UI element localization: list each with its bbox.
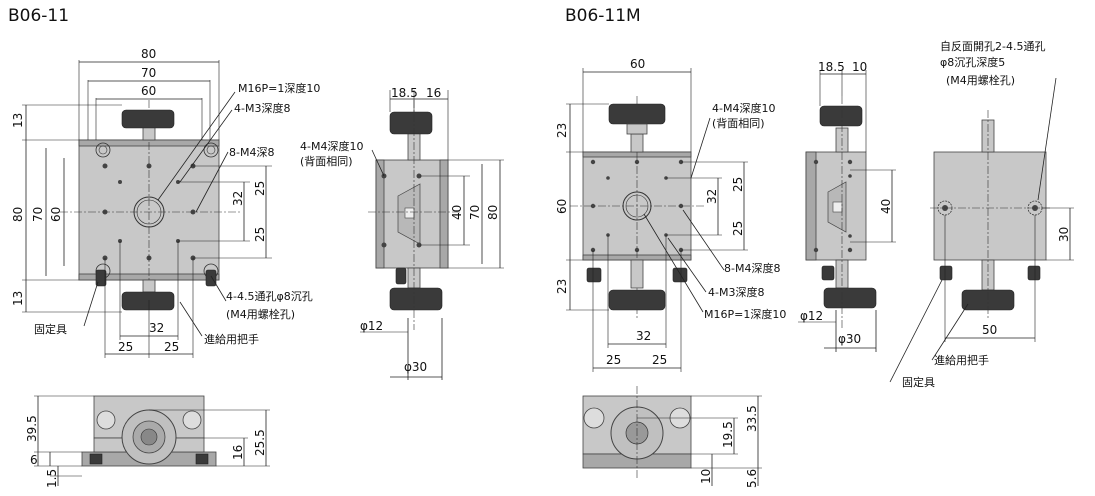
right-title: B06-11M <box>565 6 641 26</box>
dim-r-23b: 23 <box>555 279 569 294</box>
right-callout-m4side1: 4-M4深度10 <box>712 101 775 115</box>
dim-lf-15: 1.5 <box>45 469 59 488</box>
dim-l-60: 60 <box>141 84 156 98</box>
dim-l-v70: 70 <box>31 207 45 222</box>
left-callout-m4: 8-M4深8 <box>229 146 274 159</box>
dim-l-v60: 60 <box>49 207 63 222</box>
right-callout-m3: 4-M3深度8 <box>708 285 764 299</box>
right-back-dimensions: 30 50 自反面開孔2-4.5通孔 φ8沉孔深度5 (M4用螺栓孔) 進給用把… <box>889 40 1074 389</box>
left-front-view <box>81 395 217 467</box>
dim-rf-10: 10 <box>699 469 713 484</box>
dim-lf-255: 25.5 <box>253 429 267 456</box>
right-top-dimensions: 60 23 60 23 32 25 25 32 25 25 <box>555 57 748 372</box>
right-top-view <box>570 96 706 320</box>
dim-l-i32: 32 <box>231 191 245 206</box>
right-front-dimensions: 19.5 33.5 10 5.6 <box>637 395 762 488</box>
dim-ls-70: 70 <box>468 205 482 220</box>
dim-rb-50: 50 <box>982 323 997 337</box>
left-callout-m16: M16P=1深度10 <box>238 81 320 95</box>
left-callout-thru1: 4-4.5通孔φ8沉孔 <box>226 290 313 303</box>
dim-rb-30: 30 <box>1057 227 1071 242</box>
dim-r-b32: 32 <box>636 329 651 343</box>
left-callout-m3: 4-M3深度8 <box>234 101 290 115</box>
dim-ls-185: 18.5 <box>391 86 418 100</box>
left-callout-m4side1: 4-M4深度10 <box>300 139 363 153</box>
dim-ls-80: 80 <box>486 205 500 220</box>
right-callout-m4side2: (背面相同) <box>712 116 765 130</box>
left-side-dimensions: 18.5 16 40 70 80 φ12 φ30 4-M4深度10 (背面相同) <box>300 86 504 380</box>
dim-ls-phi12: φ12 <box>360 319 383 333</box>
dim-r-i25a: 25 <box>731 177 745 192</box>
dim-l-70: 70 <box>141 66 156 80</box>
dim-l-13b: 13 <box>11 291 25 306</box>
right-callout-feed: 進給用把手 <box>934 353 989 367</box>
right-back-view <box>930 110 1050 318</box>
left-front-dimensions: 39.5 6 1.5 16 25.5 <box>25 395 270 488</box>
left-top-dimensions: 80 70 60 13 80 70 60 13 32 25 25 <box>11 47 272 358</box>
dim-ls-40: 40 <box>450 205 464 220</box>
right-callouts: 4-M4深度10 (背面相同) 8-M4深度8 4-M3深度8 M16P=1深度… <box>643 101 786 321</box>
dim-rs-185: 18.5 <box>818 60 845 74</box>
right-front-view <box>582 386 692 478</box>
dim-r-b25a: 25 <box>606 353 621 367</box>
dim-rs-phi12: φ12 <box>800 309 823 323</box>
dim-l-b32: 32 <box>149 321 164 335</box>
dim-r-v60: 60 <box>555 199 569 214</box>
left-callout-feed: 進給用把手 <box>204 332 259 346</box>
left-top-view <box>60 100 240 311</box>
dim-lf-16: 16 <box>231 445 245 460</box>
dim-l-i25b: 25 <box>253 227 267 242</box>
dim-r-23a: 23 <box>555 123 569 138</box>
dim-rf-335: 33.5 <box>745 405 759 432</box>
right-callout-m4: 8-M4深度8 <box>724 261 780 275</box>
dim-l-13a: 13 <box>11 113 25 128</box>
right-callout-back2: φ8沉孔深度5 <box>940 55 1005 69</box>
dim-lf-395: 39.5 <box>25 415 39 442</box>
dim-r-60: 60 <box>630 57 645 71</box>
right-callout-m16: M16P=1深度10 <box>704 307 786 321</box>
dim-rs-10: 10 <box>852 60 867 74</box>
dim-l-b25a: 25 <box>118 340 133 354</box>
dim-rs-40: 40 <box>879 199 893 214</box>
left-callout-clamp: 固定具 <box>34 322 67 336</box>
dim-r-b25b: 25 <box>652 353 667 367</box>
left-title: B06-11 <box>8 6 69 26</box>
right-side-dimensions: 18.5 10 40 φ12 φ30 <box>798 60 896 352</box>
dim-ls-16: 16 <box>426 86 441 100</box>
dim-l-v80: 80 <box>11 207 25 222</box>
right-callout-clamp: 固定具 <box>902 375 935 389</box>
left-callout-thru2: (M4用螺栓孔) <box>226 307 295 321</box>
dim-rf-195: 19.5 <box>721 421 735 448</box>
dim-l-80: 80 <box>141 47 156 61</box>
dim-r-i25b: 25 <box>731 221 745 236</box>
dim-l-b25b: 25 <box>164 340 179 354</box>
right-callout-back3: (M4用螺栓孔) <box>946 73 1015 87</box>
dim-lf-6: 6 <box>30 453 38 467</box>
right-side-view <box>805 96 877 330</box>
dim-ls-phi30: φ30 <box>404 360 427 374</box>
left-callout-m4side2: (背面相同) <box>300 154 353 168</box>
right-callout-back1: 自反面開孔2-4.5通孔 <box>940 40 1045 53</box>
dim-rf-56: 5.6 <box>745 469 759 488</box>
dim-rs-phi30: φ30 <box>838 332 861 346</box>
left-side-view <box>368 100 460 330</box>
left-callouts: M16P=1深度10 4-M3深度8 8-M4深8 4-4.5通孔φ8沉孔 (M… <box>34 81 320 346</box>
dim-l-i25a: 25 <box>253 181 267 196</box>
dim-r-i32: 32 <box>705 189 719 204</box>
